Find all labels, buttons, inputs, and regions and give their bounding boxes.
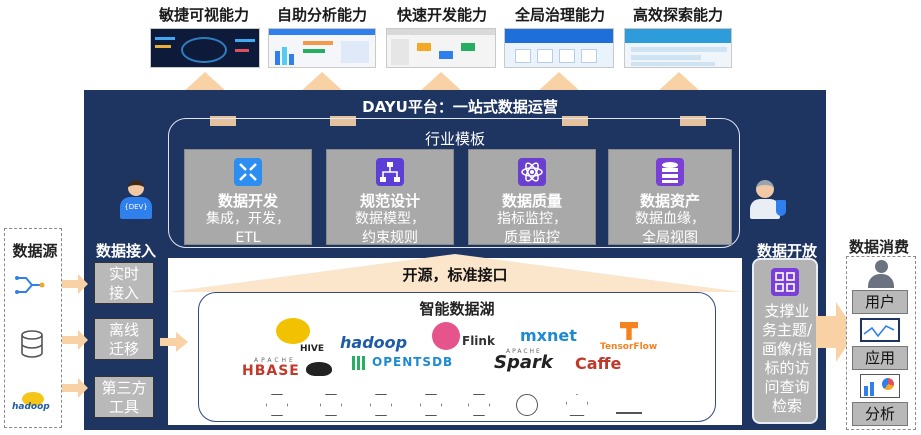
data-source-title: 数据源 [12, 242, 58, 260]
service-icon [566, 394, 588, 416]
data-open-panel[interactable]: 支撑业务主题/画像/指标的访问查询检索 [752, 258, 818, 424]
capability-label: 快速开发能力 [396, 6, 487, 24]
hive-logo: HIVE [276, 318, 326, 356]
capability-label: 敏捷可视能力 [158, 6, 249, 24]
ingest-realtime-button[interactable]: 实时接入 [94, 262, 154, 304]
module-desc-line2: ETL [235, 230, 261, 246]
consume-users-button[interactable]: 用户 [852, 290, 908, 314]
compress-arrows-icon [234, 158, 262, 186]
module-card-quality[interactable]: 数据质量 指标监控， 质量监控 [468, 149, 596, 246]
capability-screenshot-dev[interactable] [386, 28, 496, 68]
ingest-thirdparty-button[interactable]: 第三方工具 [94, 376, 154, 418]
users-icon [864, 260, 898, 288]
module-desc-line1: 集成，开发， [206, 211, 290, 227]
source-arrows [62, 274, 88, 398]
service-icon [266, 394, 288, 416]
service-icon [616, 398, 642, 414]
module-card-design[interactable]: 规范设计 数据模型， 约束规则 [326, 149, 454, 246]
platform-title: DAYU平台：一站式数据运营 [362, 98, 558, 116]
stream-icon [14, 270, 46, 300]
hbase-logo: APACHE HBASE [242, 357, 300, 379]
lake-title: 智能数据湖 [419, 300, 495, 318]
capability-screenshot-governance[interactable] [504, 28, 614, 68]
consume-apps-button[interactable]: 应用 [852, 346, 908, 370]
capability-label: 全局治理能力 [514, 6, 605, 24]
capability-row: 敏捷可视能力 自助分析能力 快速开发能力 全局治理能力 高效 [140, 4, 780, 92]
up-arrow-icon [419, 72, 463, 92]
data-open-title: 数据开放 [756, 242, 817, 260]
open-interface-arrow [168, 254, 742, 292]
smart-data-lake [198, 292, 716, 422]
tensorflow-logo: TensorFlow [598, 322, 662, 352]
flink-logo: Flink [432, 322, 504, 352]
hadoop-icon: hadoop [12, 392, 52, 414]
data-ingestion-title: 数据接入 [95, 242, 156, 260]
open-interface-label: 开源，标准接口 [402, 266, 508, 284]
up-arrow-icon [537, 72, 581, 92]
module-card-data-dev[interactable]: 数据开发 集成，开发， ETL [184, 149, 312, 246]
module-title: 数据质量 [501, 192, 562, 210]
atom-icon [518, 158, 546, 186]
up-arrow-icon [300, 72, 344, 92]
module-desc-line2: 约束规则 [362, 230, 418, 246]
industry-template-frame [168, 118, 740, 248]
service-icon [370, 394, 392, 416]
opentsdb-logo: OPENTSDB [352, 354, 478, 372]
module-card-assets[interactable]: 数据资产 数据血缘， 全局视图 [608, 149, 732, 246]
analysis-report-icon [858, 372, 902, 400]
database-stack-icon [656, 158, 684, 186]
lake-service-icons [260, 390, 660, 418]
module-title: 规范设计 [359, 192, 420, 210]
ingest-arrow [160, 332, 188, 352]
up-arrow-icon [657, 72, 701, 92]
database-icon [20, 330, 44, 358]
module-desc-line1: 指标监控， [497, 211, 567, 227]
service-icon [468, 394, 490, 416]
module-desc-line1: 数据血缘， [635, 211, 705, 227]
capability-screenshot-explore[interactable] [624, 28, 732, 68]
developer-avatar-icon: {DEV} [117, 180, 155, 220]
industry-template-title: 行业模板 [424, 130, 485, 148]
orca-logo-icon [306, 362, 332, 376]
data-consumption-title: 数据消费 [848, 238, 909, 256]
service-icon [516, 394, 538, 416]
scientist-avatar-icon [748, 180, 790, 220]
ingest-offline-button[interactable]: 离线迁移 [94, 318, 154, 360]
module-title: 数据开发 [217, 192, 278, 210]
hadoop-logo: hadoop [340, 333, 408, 352]
service-icon [420, 394, 442, 416]
hierarchy-icon [376, 158, 404, 186]
module-desc-line1: 数据模型， [355, 211, 425, 227]
consume-analysis-button[interactable]: 分析 [852, 402, 908, 426]
up-arrow-icon [183, 72, 227, 92]
module-title: 数据资产 [639, 192, 700, 210]
data-open-desc: 支撑业务主题/画像/指标的访问查询检索 [761, 302, 813, 415]
capability-screenshot-analysis[interactable] [268, 28, 376, 68]
module-desc-line2: 全局视图 [642, 230, 698, 246]
module-desc-line2: 质量监控 [504, 230, 560, 246]
capability-label: 自助分析能力 [276, 6, 367, 24]
service-icon [320, 394, 342, 416]
caffe-logo: Caffe [575, 354, 622, 373]
monitor-app-icon [856, 316, 904, 344]
grid-apps-icon [771, 268, 799, 296]
mxnet-logo: mxnet [520, 326, 577, 345]
capability-label: 高效探索能力 [632, 6, 723, 24]
capability-screenshot-visual[interactable] [150, 28, 260, 68]
spark-logo: APACHE Spark [494, 348, 553, 373]
